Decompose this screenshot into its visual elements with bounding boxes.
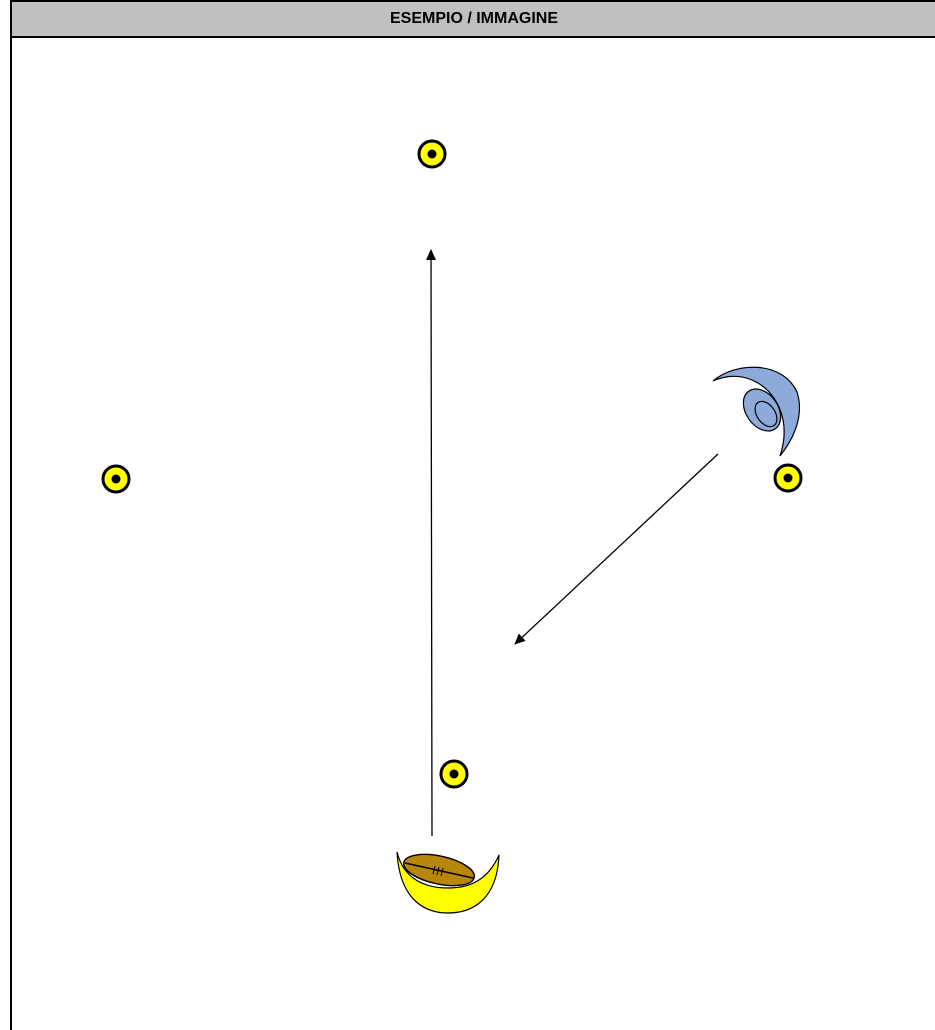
defender-player-icon <box>712 366 801 457</box>
defender-arrow-diagonal <box>514 453 719 645</box>
cone-left <box>101 464 131 494</box>
cone-right <box>773 463 803 493</box>
run-arrow-vertical <box>426 249 437 837</box>
cone-bottom <box>439 759 469 789</box>
header-title: ESEMPIO / IMMAGINE <box>10 0 935 38</box>
diagram-frame <box>10 0 935 1030</box>
cone-top <box>417 139 447 169</box>
rugby-ball-icon <box>402 853 476 887</box>
